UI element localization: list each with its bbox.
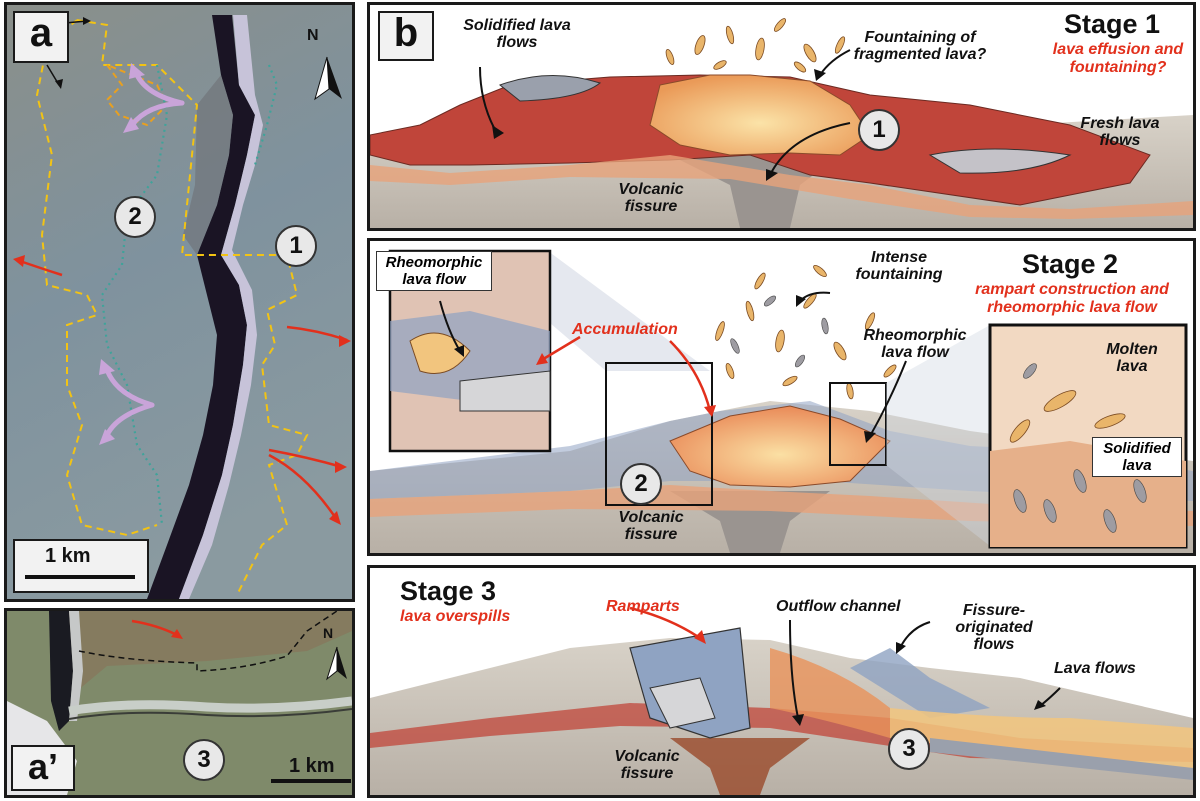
- scale-bar-a-prime: [271, 779, 351, 783]
- site-marker-1: 1: [275, 225, 317, 267]
- north-label-a-prime: N: [323, 625, 334, 641]
- stage-1-subtitle: lava effusion and fountaining?: [1052, 41, 1184, 76]
- panel-b-stage-1: b Solidified lava flows Fountaining of f…: [367, 2, 1196, 231]
- panel-a-prime-map: a’ N 3 1 km: [4, 608, 355, 798]
- label-rheomorphic-main: Rheomorphic lava flow: [863, 327, 967, 361]
- site-marker-2: 2: [114, 196, 156, 238]
- panel-letter-a: a: [13, 11, 69, 63]
- label-lava-flows: Lava flows: [1054, 660, 1136, 677]
- site-marker-3-section: 3: [888, 728, 930, 770]
- trace-outline-site-1: [76, 19, 309, 596]
- inset-outline-rheo: [829, 382, 887, 466]
- label-intense-fountaining: Intense fountaining: [855, 249, 943, 283]
- label-solidified-lava-inset: Solidified lava: [1092, 437, 1182, 477]
- stage-3-title: Stage 3: [400, 576, 497, 606]
- label-accumulation: Accumulation: [572, 321, 678, 338]
- flow-arrows-lilac: [104, 72, 185, 438]
- inset-outline-site-2: [605, 362, 713, 506]
- stage-2-fragments: [715, 264, 897, 400]
- label-fountaining-fragmented: Fountaining of fragmented lava?: [853, 29, 987, 63]
- panel-a-map: a N 2 1 1 km: [4, 2, 355, 602]
- panel-letter-a-prime: a’: [11, 745, 75, 791]
- stage-2-title: Stage 2: [1022, 249, 1119, 279]
- panel-b-stage-2: Rheomorphic lava flow Accumulation Inten…: [367, 238, 1196, 556]
- label-fissure-originated-flows: Fissure-originated flows: [955, 602, 1033, 653]
- trace-teal-dotted: [100, 64, 169, 526]
- site-marker-3-map: 3: [183, 739, 225, 781]
- scale-box-a: 1 km: [13, 539, 149, 593]
- label-volcanic-fissure-3: Volcanic fissure: [614, 748, 680, 782]
- map-a-terrain: [7, 5, 352, 599]
- label-outflow-channel: Outflow channel: [776, 598, 901, 615]
- label-volcanic-fissure-1: Volcanic fissure: [618, 181, 684, 215]
- stage-3-subtitle: lava overspills: [400, 608, 511, 625]
- label-molten-lava: Molten lava: [1106, 341, 1158, 375]
- stage-1-cross-section: [370, 5, 1193, 228]
- site-marker-2-section: 2: [620, 463, 662, 505]
- label-rheomorphic-inset: Rheomorphic lava flow: [376, 251, 492, 291]
- site-marker-1-section: 1: [858, 109, 900, 151]
- stage-2-subtitle: rampart construction and rheomorphic lav…: [975, 281, 1169, 316]
- stage-1-title: Stage 1: [1064, 9, 1161, 39]
- scale-bar-a: [25, 575, 135, 579]
- panel-letter-b: b: [378, 11, 434, 61]
- label-volcanic-fissure-2: Volcanic fissure: [618, 509, 684, 543]
- label-fresh-lava-flows: Fresh lava flows: [1080, 115, 1160, 149]
- panel-b-stage-3: Stage 3 lava overspills Ramparts Outflow…: [367, 565, 1196, 798]
- north-label-a: N: [307, 27, 319, 44]
- stage-3-cross-section: [370, 568, 1193, 795]
- scale-label-a: 1 km: [45, 545, 91, 567]
- stage-2-cross-section: [370, 241, 1193, 553]
- trace-outline-site-2: [35, 19, 158, 537]
- stage-1-fragments: [665, 18, 846, 73]
- scale-label-a-prime: 1 km: [289, 755, 335, 777]
- label-ramparts: Ramparts: [606, 598, 680, 615]
- label-solidified-lava-flows: Solidified lava flows: [463, 17, 571, 51]
